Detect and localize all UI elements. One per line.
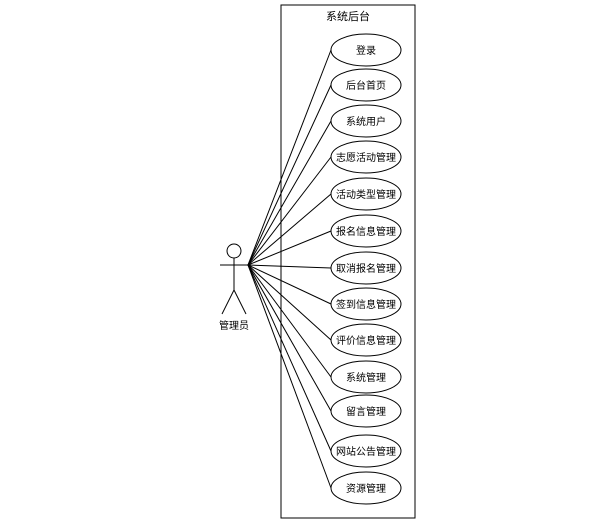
use-case-ellipse: [330, 434, 402, 468]
use-case-label: 签到信息管理: [336, 298, 396, 311]
use-case-ellipse: [330, 177, 402, 211]
system-boundary-box: [280, 4, 416, 519]
use-case-ellipse: [330, 287, 402, 321]
use-case-label: 评价信息管理: [336, 334, 396, 347]
use-case-label: 系统管理: [346, 371, 386, 384]
use-case-ellipse: [330, 394, 402, 428]
use-case: 签到信息管理: [330, 287, 402, 321]
association-line: [247, 264, 332, 305]
use-case-label: 后台首页: [346, 79, 386, 92]
use-case: 资源管理: [330, 471, 402, 505]
use-case: 评价信息管理: [330, 323, 402, 357]
association-line: [247, 120, 332, 266]
use-case-ellipse: [330, 140, 402, 174]
use-case: 网站公告管理: [330, 434, 402, 468]
association-line: [247, 230, 332, 266]
actor-label: 管理员: [219, 319, 249, 332]
system-boundary: 系统后台: [280, 4, 416, 519]
use-case-ellipse: [330, 68, 402, 102]
association-lines: [247, 49, 332, 489]
use-case-label: 取消报名管理: [336, 262, 396, 275]
association-line: [247, 264, 332, 341]
actor: 管理员: [219, 243, 249, 332]
association-line: [247, 156, 332, 266]
association-line: [247, 193, 332, 266]
use-case-ellipse: [330, 251, 402, 285]
use-case: 留言管理: [330, 394, 402, 428]
use-case-label: 活动类型管理: [336, 188, 396, 201]
use-case: 系统管理: [330, 360, 402, 394]
use-case-label: 登录: [356, 44, 376, 57]
use-case: 活动类型管理: [330, 177, 402, 211]
use-case-label: 报名信息管理: [336, 225, 396, 238]
use-case-label: 系统用户: [346, 115, 386, 128]
use-case: 系统用户: [330, 104, 402, 138]
use-case: 取消报名管理: [330, 251, 402, 285]
use-case-ellipse: [330, 471, 402, 505]
use-case-ellipse: [330, 214, 402, 248]
association-line: [247, 49, 332, 266]
association-line: [247, 264, 332, 489]
use-case: 登录: [330, 33, 402, 67]
use-case-label: 志愿活动管理: [336, 151, 396, 164]
association-line: [247, 84, 332, 266]
use-case: 后台首页: [330, 68, 402, 102]
use-case-ellipse: [330, 360, 402, 394]
association-line: [247, 264, 332, 378]
use-case-ellipse: [330, 104, 402, 138]
use-case-ellipse: [330, 323, 402, 357]
use-case-label: 资源管理: [346, 482, 386, 495]
use-case-label: 留言管理: [346, 405, 386, 418]
actor-right-leg: [233, 289, 247, 315]
use-case-label: 网站公告管理: [336, 445, 396, 458]
use-case-list: 登录后台首页系统用户志愿活动管理活动类型管理报名信息管理取消报名管理签到信息管理…: [330, 33, 402, 505]
association-line: [247, 264, 332, 452]
association-line: [247, 264, 332, 269]
actor-head: [226, 243, 242, 259]
association-line: [247, 264, 332, 412]
system-title: 系统后台: [326, 9, 370, 23]
use-case: 报名信息管理: [330, 214, 402, 248]
actor-left-leg: [221, 289, 235, 315]
use-case-ellipse: [330, 33, 402, 67]
use-case: 志愿活动管理: [330, 140, 402, 174]
